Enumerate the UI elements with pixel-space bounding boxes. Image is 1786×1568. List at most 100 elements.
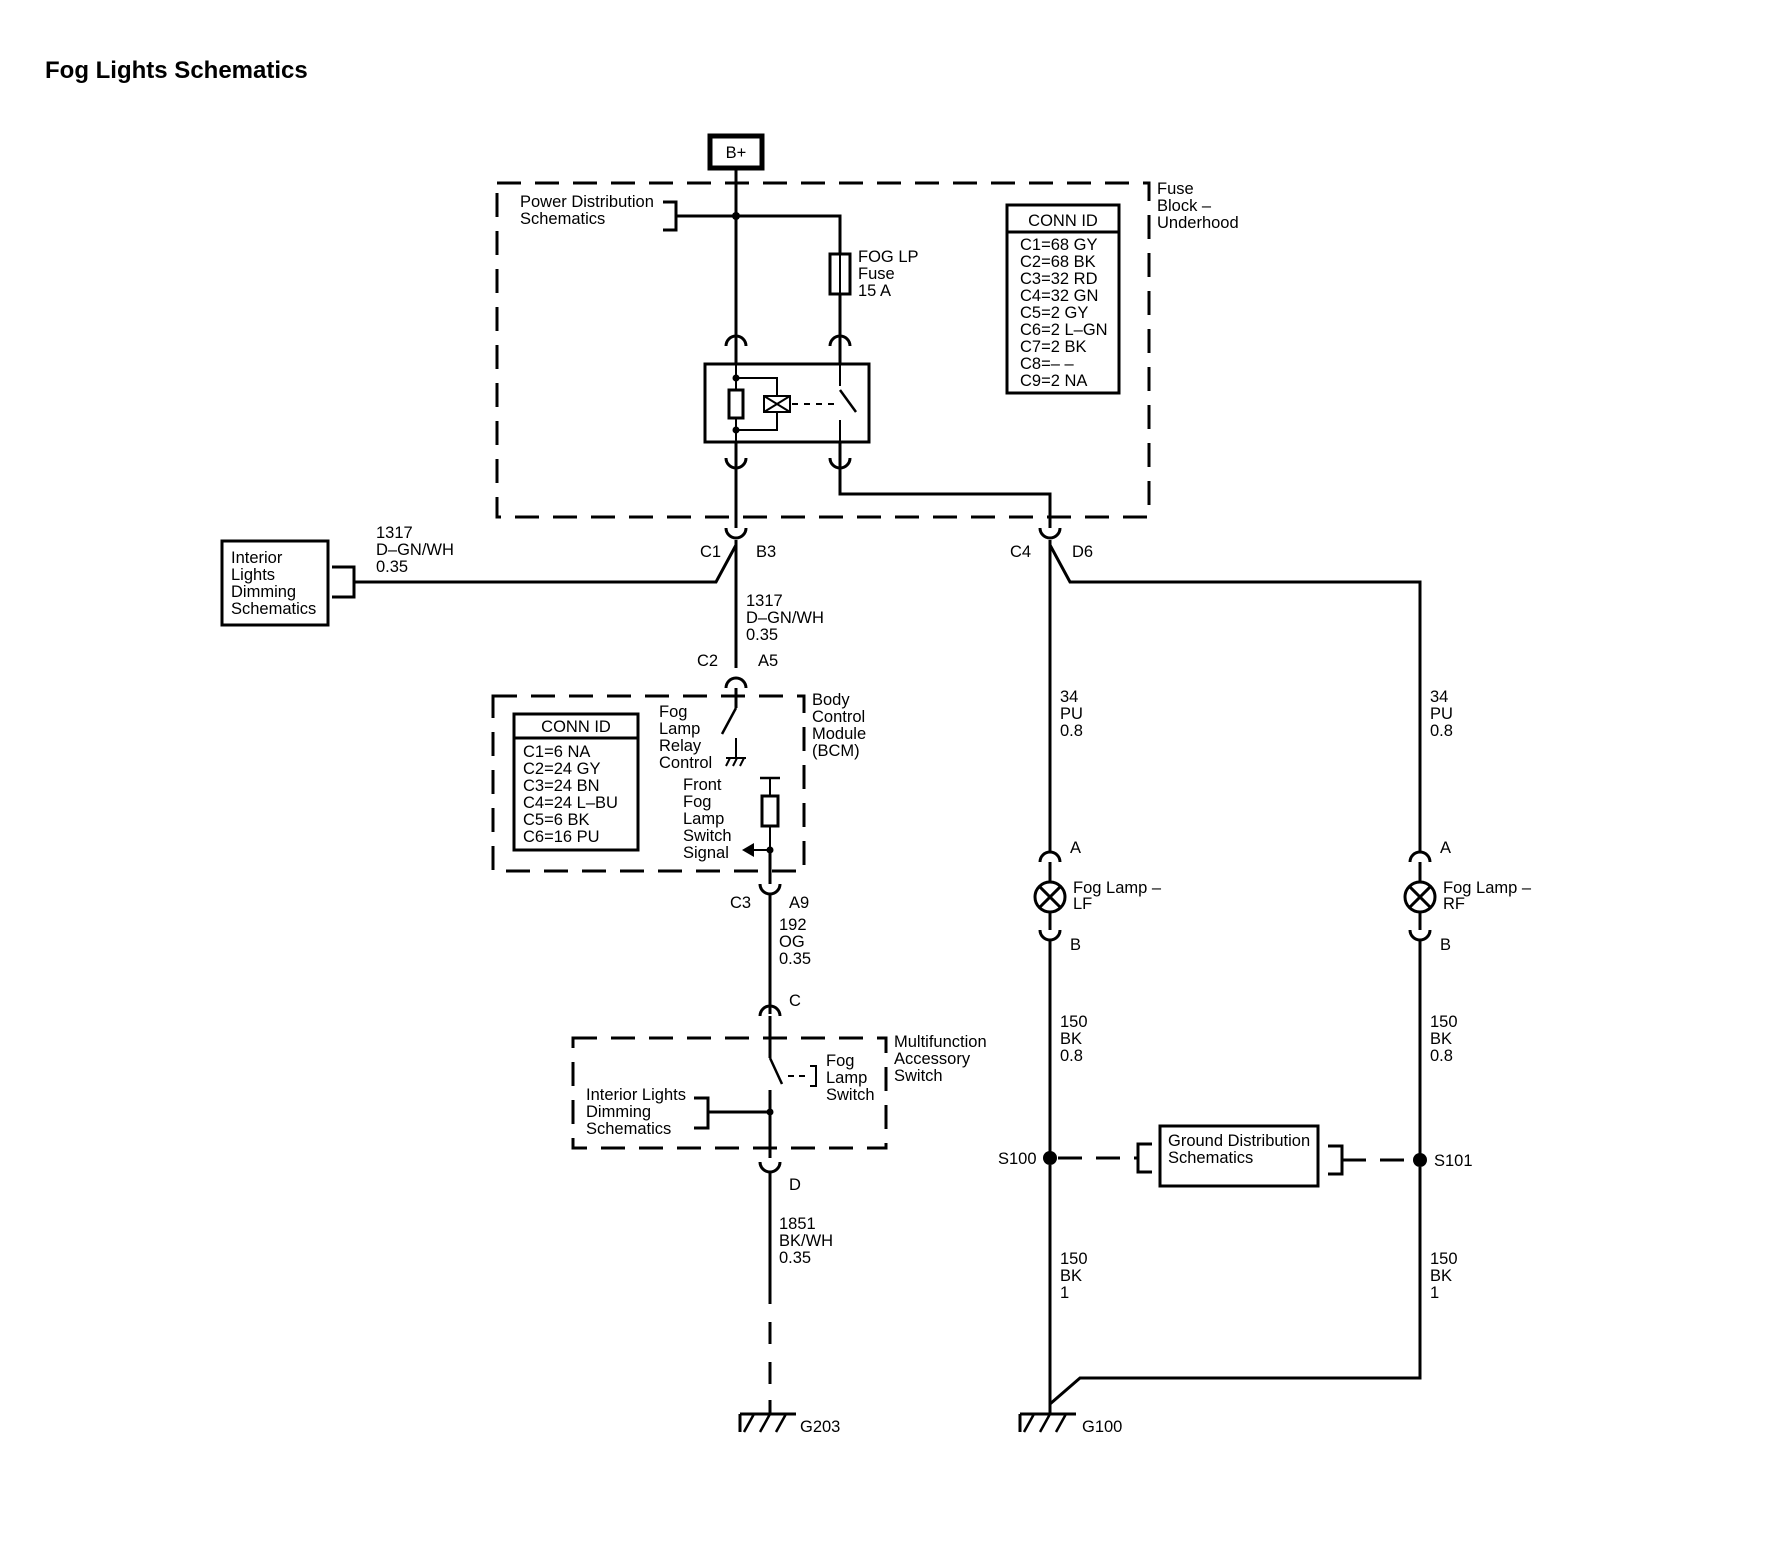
splice-s100-label: S100 [998,1150,1037,1168]
svg-text:Relay: Relay [659,737,702,755]
svg-text:BK: BK [1060,1030,1082,1048]
conn-id-header: CONN ID [1028,212,1098,230]
splice-s100 [1043,1151,1057,1165]
svg-text:1: 1 [1430,1284,1439,1302]
svg-text:Interior Lights: Interior Lights [586,1086,686,1104]
svg-text:LF: LF [1073,895,1092,913]
wire-150-rf-lower [1049,1167,1422,1406]
fuse-block-conn-id-table: CONN ID C1=68 GY C2=68 BK C3=32 RD C4=32… [1005,203,1121,395]
svg-text:Signal: Signal [683,844,729,862]
rf-pin-a-label: A [1440,839,1451,857]
svg-text:34: 34 [1430,688,1448,706]
svg-text:Body: Body [812,691,850,709]
fog-lamp-lf: A B Fog Lamp – LF [1033,839,1162,954]
svg-text:Schematics: Schematics [520,210,605,228]
svg-text:CONN ID: CONN ID [541,718,611,736]
svg-text:150: 150 [1060,1250,1088,1268]
fog-lp-fuse: FOG LP Fuse 15 A [828,248,919,336]
pin-c2-label: C2 [697,652,718,670]
svg-text:C3=24 BN: C3=24 BN [523,777,600,795]
connector-d [758,1161,782,1174]
svg-text:Multifunction: Multifunction [894,1033,987,1051]
connector-c1-b3 [724,527,748,540]
ground-g100: G100 [1018,1400,1122,1436]
ground-g203: G203 [738,1400,840,1436]
svg-text:BK: BK [1060,1267,1082,1285]
connector-c2-a5 [724,676,748,689]
svg-text:C4=32 GN: C4=32 GN [1020,287,1098,305]
relay-output-wire [838,468,1052,528]
wire-150-lf-lower-label: 150 BK 1 [1060,1250,1088,1302]
svg-text:192: 192 [779,916,807,934]
svg-text:Switch: Switch [894,1067,943,1085]
battery-positive-terminal: B+ [707,133,765,171]
svg-text:BK: BK [1430,1267,1452,1285]
svg-text:1: 1 [1060,1284,1069,1302]
svg-text:Dimming: Dimming [231,583,296,601]
lf-pin-b-label: B [1070,936,1081,954]
svg-text:D–GN/WH: D–GN/WH [376,541,454,559]
svg-text:1317: 1317 [746,592,783,610]
svg-text:Fuse: Fuse [858,265,895,283]
svg-text:Lights: Lights [231,566,275,584]
pin-d6-label: D6 [1072,543,1093,561]
fuse-block-name: Fuse Block – Underhood [1157,180,1239,232]
svg-text:Lamp: Lamp [659,720,700,738]
relay-switch-contact [838,389,858,413]
svg-text:BK/WH: BK/WH [779,1232,833,1250]
wire-1317-left-label: 1317 D–GN/WH 0.35 [376,524,454,576]
svg-text:Fog Lamp –: Fog Lamp – [1443,879,1532,897]
wire-150-rf-lower-label: 150 BK 1 [1430,1250,1458,1302]
connector-c [758,1004,782,1017]
multifunction-switch-outline [571,1036,888,1150]
battery-label: B+ [726,144,747,162]
relay-coil [763,395,791,413]
power-distribution-reference: Power Distribution Schematics [520,193,736,232]
svg-text:RF: RF [1443,895,1465,913]
svg-text:Interior: Interior [231,549,283,567]
svg-text:C4=24 L–BU: C4=24 L–BU [523,794,618,812]
fuse-name: FOG LP [858,248,919,266]
fog-lamp-switch: Fog Lamp Switch [766,1016,875,1158]
svg-text:Underhood: Underhood [1157,214,1239,232]
svg-text:Schematics: Schematics [586,1120,671,1138]
pin-c3-label: C3 [730,894,751,912]
svg-text:C5=6 BK: C5=6 BK [523,811,590,829]
svg-text:C2=24 GY: C2=24 GY [523,760,601,778]
fog-lamp-rf: A B Fog Lamp – RF [1403,839,1532,954]
pin-c1-label: C1 [700,543,721,561]
fuse-feed-wire [736,214,842,254]
svg-text:BK: BK [1430,1030,1452,1048]
svg-text:C5=2 GY: C5=2 GY [1020,304,1088,322]
svg-text:1851: 1851 [779,1215,816,1233]
wire-1851-label: 1851 BK/WH 0.35 [779,1215,833,1267]
svg-text:Schematics: Schematics [1168,1149,1253,1167]
wire-34-rf [1048,544,1422,852]
pin-c4-label: C4 [1010,543,1031,561]
svg-text:C1=6 NA: C1=6 NA [523,743,590,761]
interior-lights-dimming-switch-reference: Interior Lights Dimming Schematics [586,1086,770,1138]
svg-text:Switch: Switch [826,1086,875,1104]
svg-text:Ground Distribution: Ground Distribution [1168,1132,1310,1150]
splice-s101 [1413,1153,1427,1167]
svg-text:Fog: Fog [826,1052,854,1070]
bcm-outline [491,694,806,873]
svg-text:PU: PU [1430,705,1453,723]
svg-text:C2=68 BK: C2=68 BK [1020,253,1096,271]
svg-text:150: 150 [1430,1013,1458,1031]
rf-pin-b-label: B [1440,936,1451,954]
svg-text:C6=16 PU: C6=16 PU [523,828,600,846]
svg-text:0.35: 0.35 [779,1249,811,1267]
fog-lamp-relay [703,362,871,444]
svg-text:0.8: 0.8 [1060,722,1083,740]
svg-text:Block –: Block – [1157,197,1212,215]
svg-text:C1=68 GY: C1=68 GY [1020,236,1098,254]
connector-c3-a9 [758,883,782,896]
wire-34-rf-label: 34 PU 0.8 [1430,688,1453,740]
bcm-front-fog-switch-signal-input: Front Fog Lamp Switch Signal [683,776,780,862]
multifunction-switch-name: Multifunction Accessory Switch [894,1033,987,1085]
svg-text:Schematics: Schematics [231,600,316,618]
ground-g203-label: G203 [800,1418,840,1436]
svg-text:D–GN/WH: D–GN/WH [746,609,824,627]
